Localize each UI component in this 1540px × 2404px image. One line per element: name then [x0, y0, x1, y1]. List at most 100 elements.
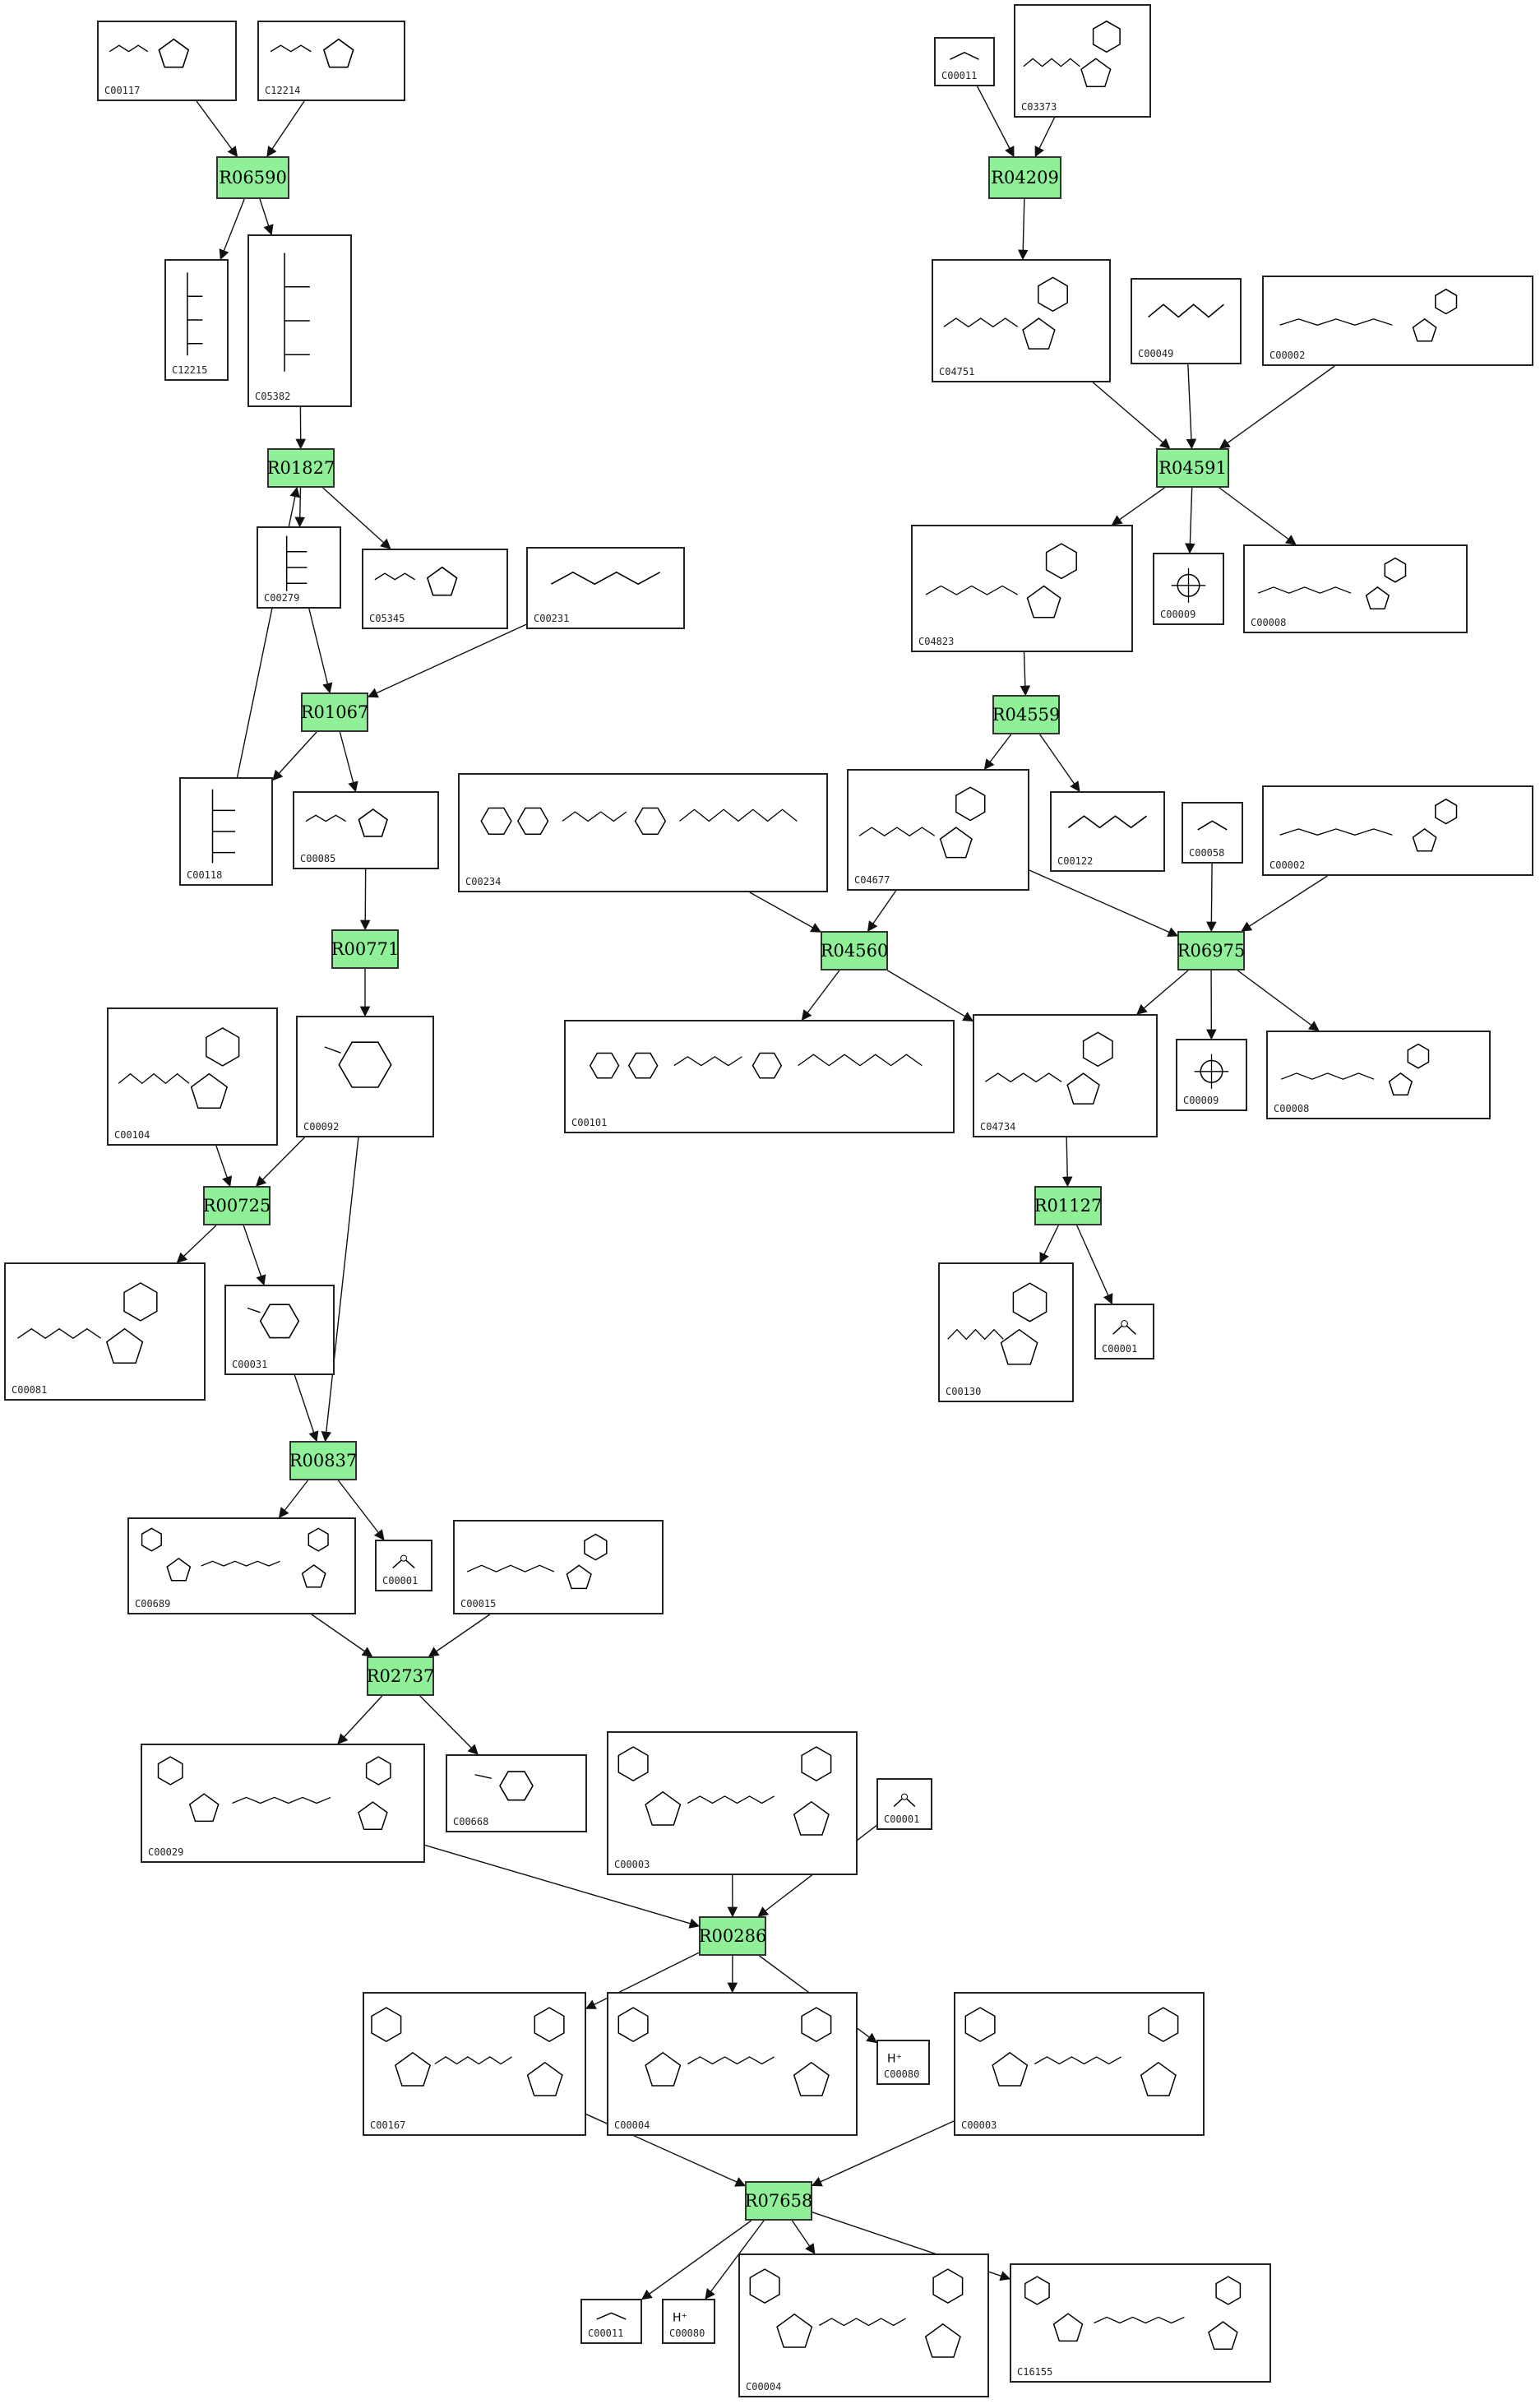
compound-c00668[interactable]: C00668	[446, 1754, 587, 1832]
reaction-r02737[interactable]: R02737	[367, 1656, 434, 1696]
compound-c04751[interactable]: C04751	[932, 259, 1111, 382]
compound-id-label: C00031	[232, 1359, 268, 1370]
compound-id-label: C00689	[135, 1598, 171, 1610]
reaction-r04560[interactable]: R04560	[821, 931, 888, 970]
compound-c03373[interactable]: C03373	[1014, 4, 1151, 118]
compound-c12215[interactable]: C12215	[164, 259, 229, 381]
compound-id-label: C00167	[370, 2119, 406, 2131]
compound-c00049[interactable]: C00049	[1131, 278, 1242, 364]
reaction-r04559[interactable]: R04559	[992, 695, 1060, 734]
compound-c16155[interactable]: C16155	[1010, 2263, 1271, 2383]
edge-c12214-to-r06590	[266, 100, 305, 158]
compound-c00001[interactable]: C00001	[876, 1778, 932, 1830]
edge-c00029-to-r00286	[424, 1844, 701, 1929]
compound-c00085[interactable]: C00085	[293, 791, 439, 869]
edge-c04677-to-r04560	[867, 890, 897, 933]
structure-icon	[305, 808, 388, 837]
edge-r00837-to-c00001a	[337, 1480, 385, 1540]
edge-c00085-to-r00771	[359, 868, 371, 931]
compound-c00009[interactable]: C00009	[1176, 1039, 1247, 1111]
structure-icon	[1197, 820, 1228, 831]
compound-c00167[interactable]: C00167	[363, 1992, 586, 2136]
compound-c00092[interactable]: C00092	[296, 1016, 434, 1137]
compound-c05382[interactable]: C05382	[247, 234, 352, 407]
edge-c00002b-to-r06975	[1241, 875, 1328, 932]
structure-icon	[1023, 20, 1121, 88]
structure-icon	[270, 38, 354, 68]
edge-c00689-to-r02737	[311, 1614, 373, 1657]
reaction-r06590[interactable]: R06590	[216, 156, 289, 199]
compound-c00118[interactable]: C00118	[179, 777, 273, 886]
compound-id-label: C00058	[1189, 847, 1225, 859]
compound-c00279[interactable]: C00279	[257, 526, 341, 609]
compound-id-label: C00004	[614, 2119, 650, 2131]
compound-id-label: C00234	[465, 876, 502, 887]
compound-c00001[interactable]: C00001	[1094, 1304, 1154, 1359]
compound-c00008[interactable]: C00008	[1243, 544, 1468, 633]
compound-c00104[interactable]: C00104	[107, 1007, 278, 1146]
edge-r02737-to-c00668	[419, 1695, 479, 1755]
compound-c00002[interactable]: C00002	[1262, 276, 1533, 366]
compound-id-label: C00001	[1102, 1343, 1138, 1355]
edge-r06975-to-c04734	[1136, 970, 1189, 1015]
compound-c00031[interactable]: C00031	[224, 1285, 335, 1375]
compound-c00009[interactable]: C00009	[1153, 553, 1224, 625]
reaction-r00286[interactable]: R00286	[699, 1916, 766, 1956]
reaction-r01827[interactable]: R01827	[267, 448, 335, 488]
compound-c00081[interactable]: C00081	[4, 1262, 206, 1401]
compound-c00130[interactable]: C00130	[938, 1262, 1074, 1402]
structure-icon	[947, 1282, 1047, 1365]
compound-c00011[interactable]: C00011	[934, 37, 995, 86]
edge-c00049-to-r04591	[1186, 364, 1197, 450]
compound-c00004[interactable]: C00004	[738, 2253, 989, 2397]
compound-c00008[interactable]: C00008	[1266, 1031, 1491, 1119]
compound-c00058[interactable]: C00058	[1182, 802, 1243, 864]
reaction-r00837[interactable]: R00837	[289, 1441, 357, 1480]
compound-c00001[interactable]: C00001	[375, 1540, 432, 1591]
structure-icon	[858, 786, 986, 859]
edge-r00725-to-c00031	[243, 1225, 266, 1286]
reaction-r04209[interactable]: R04209	[988, 156, 1061, 199]
compound-c05345[interactable]: C05345	[362, 549, 508, 629]
compound-c00029[interactable]: C00029	[141, 1744, 425, 1863]
structure-icon	[550, 571, 661, 586]
compound-c00234[interactable]: C00234	[458, 773, 828, 892]
compound-id-label: C04677	[854, 874, 890, 886]
reaction-r00771[interactable]: R00771	[331, 929, 399, 969]
compound-c00004[interactable]: C00004	[607, 1992, 858, 2136]
compound-c00003[interactable]: C00003	[607, 1731, 858, 1875]
edge-r04591-to-c04823	[1111, 487, 1165, 526]
compound-id-label: C12214	[265, 85, 301, 96]
compound-c00122[interactable]: C00122	[1050, 791, 1165, 872]
compound-c04734[interactable]: C04734	[973, 1014, 1158, 1137]
compound-c00080[interactable]: H⁺C00080	[662, 2299, 715, 2344]
structure-icon	[1148, 303, 1224, 318]
compound-c00002[interactable]: C00002	[1262, 785, 1533, 876]
compound-c00101[interactable]: C00101	[564, 1020, 955, 1133]
reaction-r00725[interactable]: R00725	[203, 1186, 271, 1225]
compound-c00117[interactable]: C00117	[97, 21, 237, 101]
compound-c00689[interactable]: C00689	[127, 1517, 356, 1614]
compound-c12214[interactable]: C12214	[257, 21, 405, 101]
reaction-r04591[interactable]: R04591	[1156, 448, 1229, 488]
compound-c04677[interactable]: C04677	[847, 769, 1029, 891]
edge-c00279-to-r01067	[308, 608, 333, 694]
edge-c00058-to-r06975	[1206, 863, 1217, 933]
edge-r01827-to-c00279	[294, 487, 306, 528]
compound-id-label: C00008	[1274, 1103, 1310, 1114]
compound-id-label: C00011	[588, 2328, 624, 2339]
compound-c04823[interactable]: C04823	[911, 525, 1133, 652]
edge-r07658-to-c00080b	[705, 2220, 765, 2300]
reaction-r01067[interactable]: R01067	[301, 692, 368, 732]
compound-c00080[interactable]: H⁺C00080	[876, 2040, 930, 2085]
reaction-r07658[interactable]: R07658	[745, 2181, 812, 2221]
structure-icon	[984, 1031, 1113, 1105]
edge-r07658-to-c00011b	[641, 2220, 752, 2300]
compound-id-label: C12215	[172, 364, 208, 376]
compound-c00003[interactable]: C00003	[954, 1992, 1205, 2136]
compound-c00015[interactable]: C00015	[453, 1520, 664, 1614]
compound-c00231[interactable]: C00231	[526, 547, 685, 629]
reaction-r01127[interactable]: R01127	[1034, 1186, 1102, 1225]
reaction-r06975[interactable]: R06975	[1177, 931, 1245, 970]
compound-c00011[interactable]: C00011	[580, 2299, 642, 2344]
